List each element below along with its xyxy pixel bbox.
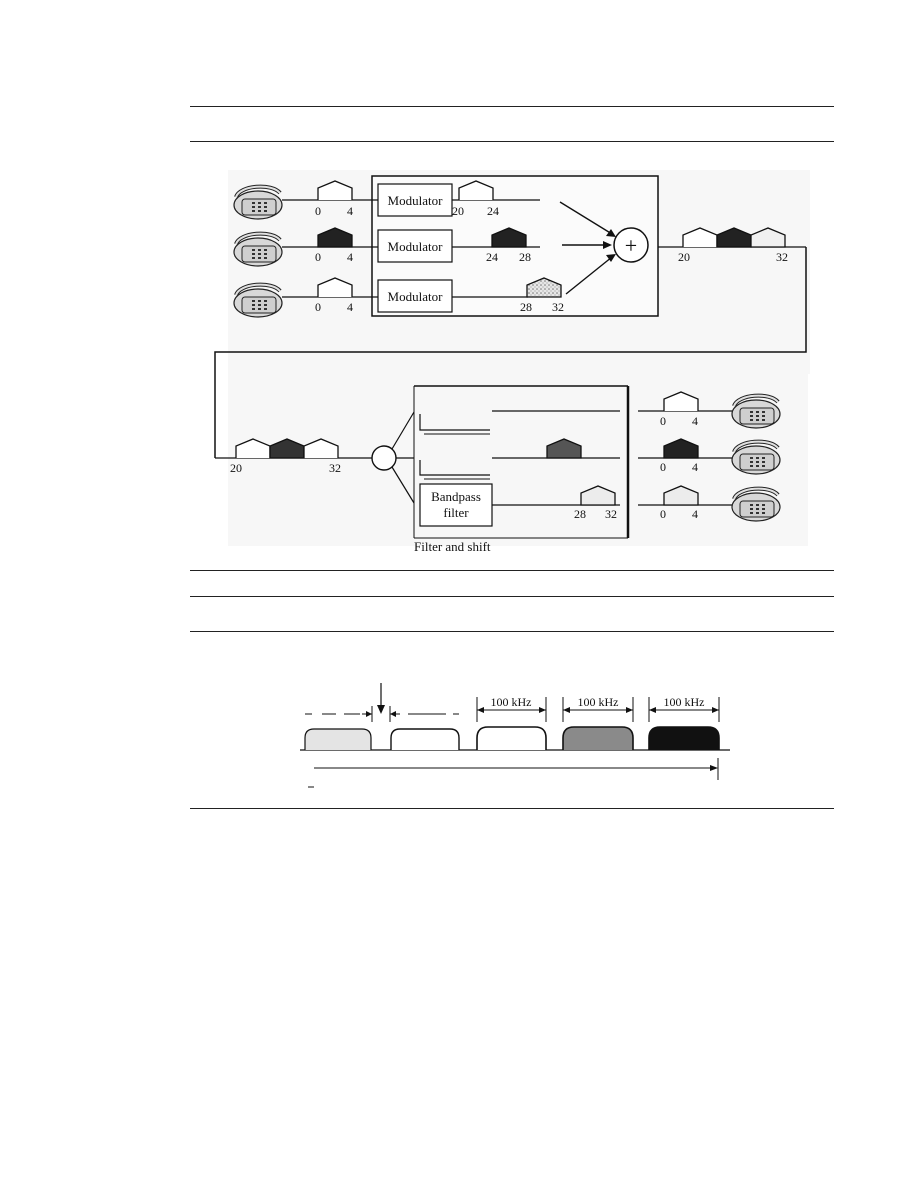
- shifted-spectrum: [526, 277, 562, 298]
- band-edge-label: 20: [452, 204, 464, 218]
- band-edge-label: 4: [347, 300, 353, 314]
- channel-spectrum: 100 kHz 100 kHz 100 kHz: [300, 683, 730, 788]
- band-edge-label: 0: [315, 250, 321, 264]
- modulator-label: Modulator: [388, 289, 444, 304]
- channel-width-label: 100 kHz: [578, 695, 619, 709]
- splitter-node: [371, 445, 397, 471]
- channel-band: [562, 726, 634, 750]
- band-edge-label: 28: [520, 300, 532, 314]
- filtered-spectrum: [546, 438, 582, 459]
- band-edge-label: 0: [660, 507, 666, 521]
- recovered-spectrum: [663, 485, 699, 506]
- band-edge-label: 32: [329, 461, 341, 475]
- band-edge-label: 4: [692, 507, 698, 521]
- band-edge-label: 32: [776, 250, 788, 264]
- modulator-box: [377, 279, 453, 313]
- transmission-link: [214, 247, 807, 458]
- top-rule-1: [190, 106, 834, 107]
- channel-band: [304, 728, 372, 750]
- band-edge-label: 32: [552, 300, 564, 314]
- band-edge-label: 4: [347, 204, 353, 218]
- top-rule-2: [190, 141, 834, 142]
- band-edge-label: 0: [315, 300, 321, 314]
- band-edge-label: 20: [678, 250, 690, 264]
- modulator-box: [377, 183, 453, 217]
- demux-caption: Filter and shift: [414, 539, 491, 554]
- band-edge-label: 24: [487, 204, 499, 218]
- channel-band: [390, 728, 460, 750]
- band-edge-label: 0: [660, 414, 666, 428]
- summing-junction: [613, 227, 649, 263]
- band-edge-label: 4: [692, 414, 698, 428]
- mid-rule-1: [190, 570, 834, 571]
- channel-band: [648, 726, 720, 750]
- baseband-spectrum: [317, 277, 353, 297]
- mid-rule-2: [190, 596, 834, 597]
- baseband-spectrum: [317, 227, 353, 248]
- composite-band-2: [716, 227, 752, 248]
- composite-band-3: [303, 438, 339, 458]
- band-edge-label: 0: [660, 460, 666, 474]
- summing-symbol: +: [625, 233, 637, 258]
- filtered-spectrum: [580, 485, 616, 506]
- shifted-spectrum: [458, 180, 494, 200]
- band-edge-label: 28: [519, 250, 531, 264]
- band-edge-label: 24: [486, 250, 498, 264]
- channel-band: [476, 726, 547, 750]
- modulator-label: Modulator: [388, 239, 444, 254]
- bottom-rule: [190, 808, 834, 809]
- bandpass-filter-label: filter: [443, 505, 469, 520]
- modulator-label: Modulator: [388, 193, 444, 208]
- composite-band-2: [269, 438, 305, 459]
- baseband-spectrum: [317, 180, 353, 200]
- band-edge-label: 4: [347, 250, 353, 264]
- composite-band-3: [750, 227, 786, 248]
- band-edge-label: 0: [315, 204, 321, 218]
- channel-width-label: 100 kHz: [664, 695, 705, 709]
- band-edge-label: 32: [605, 507, 617, 521]
- mid-rule-3: [190, 631, 834, 632]
- recovered-spectrum: [663, 391, 699, 411]
- channel-width-label: 100 kHz: [491, 695, 532, 709]
- recovered-spectrum: [663, 438, 699, 459]
- band-edge-label: 4: [692, 460, 698, 474]
- bandpass-filter-label: Bandpass: [431, 489, 481, 504]
- bandpass-filter-box: [419, 483, 493, 527]
- band-edge-label: 28: [574, 507, 586, 521]
- band-edge-label: 20: [230, 461, 242, 475]
- shifted-spectrum: [491, 227, 527, 248]
- modulator-box: [377, 229, 453, 263]
